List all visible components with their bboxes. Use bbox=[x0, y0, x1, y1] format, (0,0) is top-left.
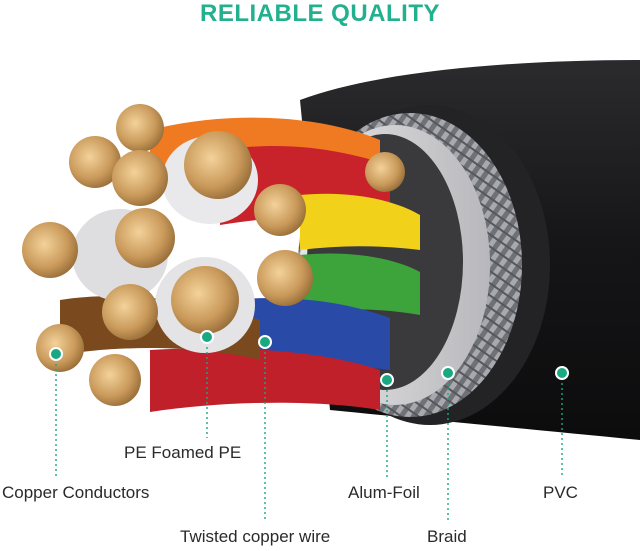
label-twisted-copper: Twisted copper wire bbox=[180, 527, 331, 546]
label-pvc: PVC bbox=[543, 483, 578, 502]
label-pe-foamed: PE Foamed PE bbox=[124, 443, 242, 462]
page-title: RELIABLE QUALITY bbox=[200, 0, 440, 27]
yellow-wire bbox=[300, 193, 420, 250]
green-wire bbox=[300, 253, 420, 315]
copper-conductor-bundles bbox=[22, 104, 405, 406]
label-alum-foil: Alum-Foil bbox=[348, 483, 420, 502]
label-copper-conductors: Copper Conductors bbox=[2, 483, 150, 502]
red-wire-bottom bbox=[150, 348, 380, 412]
callout-dots bbox=[49, 330, 569, 387]
callout-lines bbox=[55, 337, 563, 520]
label-braid: Braid bbox=[427, 527, 467, 546]
